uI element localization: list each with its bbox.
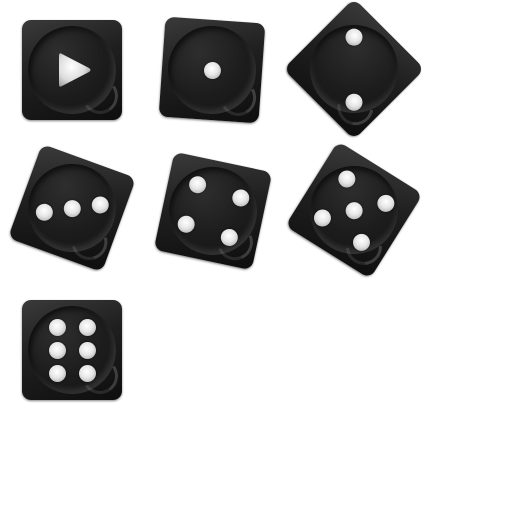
pip (349, 229, 374, 254)
pip (78, 318, 96, 336)
pip (175, 213, 196, 234)
pip (230, 187, 251, 208)
pip (48, 318, 66, 336)
play-icon (59, 53, 91, 87)
pip (341, 24, 367, 49)
pip (187, 174, 208, 195)
die-face-4[interactable] (153, 151, 273, 271)
pip (48, 341, 66, 359)
pip (78, 364, 96, 382)
pip (48, 364, 66, 382)
die-face-6[interactable] (22, 300, 122, 400)
pip (78, 341, 96, 359)
pip (373, 190, 398, 215)
die-face-5[interactable] (285, 141, 423, 279)
die-face-1[interactable] (158, 16, 266, 124)
die-face-3[interactable] (7, 143, 137, 273)
pip (341, 89, 367, 114)
pip (218, 226, 240, 247)
pip (334, 166, 359, 191)
pip (61, 197, 83, 219)
pip (89, 193, 111, 216)
die-play[interactable] (22, 20, 122, 120)
die-face-2[interactable] (283, 0, 425, 140)
pip (342, 198, 366, 222)
pip (310, 205, 335, 230)
pip (33, 200, 55, 223)
pip (202, 60, 222, 80)
